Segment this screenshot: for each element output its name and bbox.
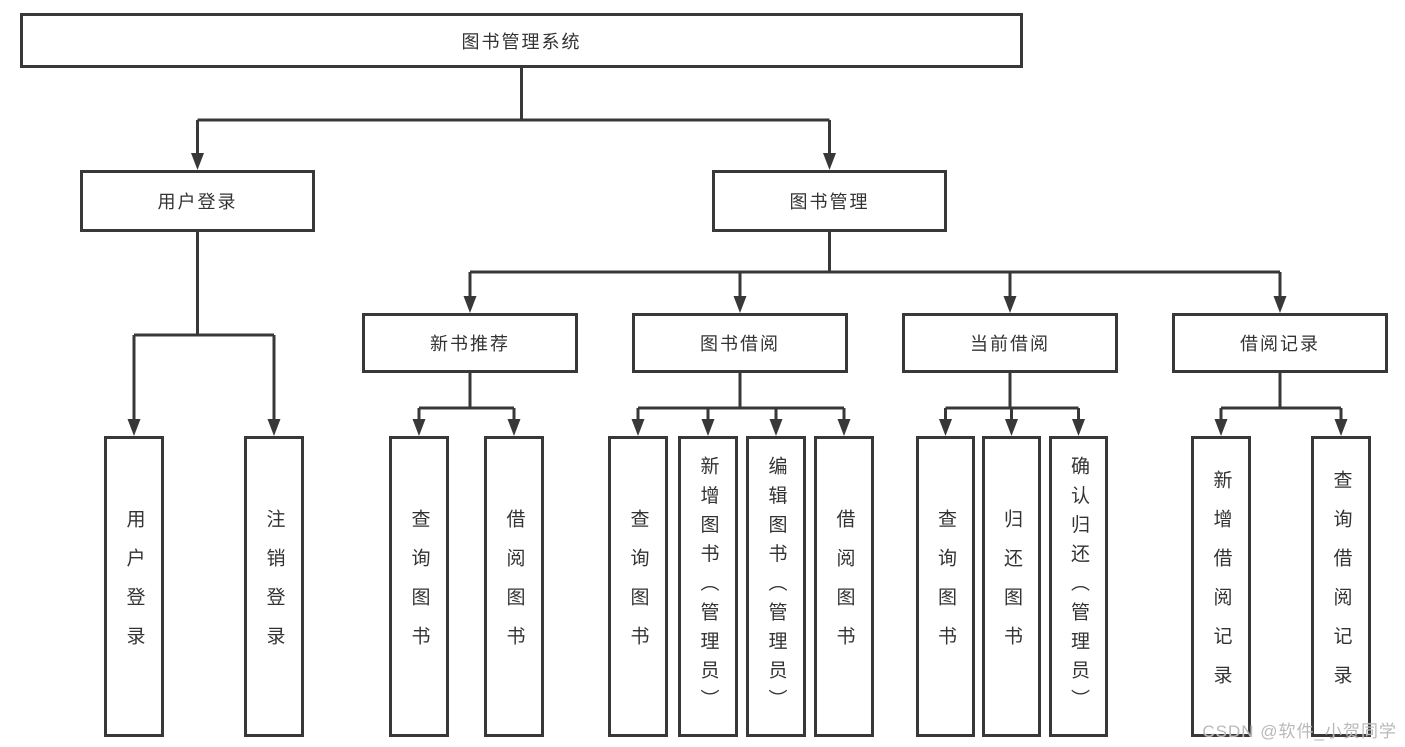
leaf-logout: 注销登录: [244, 436, 304, 737]
leaf-label: 归还图书: [1001, 508, 1022, 665]
arrowhead-icon: [463, 296, 477, 313]
leaf-label: 查询图书: [935, 508, 956, 665]
node-root-system: 图书管理系统: [20, 13, 1023, 68]
leaf-label: 编辑图书（管理员）: [765, 455, 787, 718]
leaf-label: 确认归还（管理员）: [1068, 455, 1089, 718]
leaf-label: 注销登录: [263, 508, 285, 665]
leaf-current-confirm-return-admin: 确认归还（管理员）: [1049, 436, 1108, 737]
node-label: 当前借阅: [970, 334, 1050, 354]
node-label: 借阅记录: [1240, 334, 1320, 354]
node-book-borrow: 图书借阅: [632, 313, 848, 373]
leaf-label: 查询借阅记录: [1330, 469, 1352, 704]
node-current-borrow: 当前借阅: [902, 313, 1118, 373]
arrowhead-icon: [1005, 419, 1018, 436]
arrowhead-icon: [1273, 296, 1287, 313]
leaf-label: 借阅图书: [833, 508, 855, 665]
arrowhead-icon: [507, 419, 521, 436]
leaf-records-add-record: 新增借阅记录: [1191, 436, 1251, 737]
leaf-borrow-edit-books-admin: 编辑图书（管理员）: [746, 436, 806, 737]
arrowhead-icon: [127, 419, 141, 436]
arrowhead-icon: [1003, 296, 1017, 313]
leaf-label: 查询图书: [627, 508, 649, 665]
leaf-label: 用户登录: [123, 508, 145, 665]
node-label: 新书推荐: [430, 334, 510, 354]
leaf-records-query-record: 查询借阅记录: [1311, 436, 1371, 737]
leaf-borrow-add-books-admin: 新增图书（管理员）: [678, 436, 738, 737]
arrowhead-icon: [1072, 419, 1085, 436]
leaf-user-login: 用户登录: [104, 436, 164, 737]
arrowhead-icon: [823, 153, 836, 170]
arrowhead-icon: [701, 419, 715, 436]
watermark: CSDN @软件_小贺同学: [1202, 722, 1397, 741]
arrowhead-icon: [412, 419, 426, 436]
node-label: 用户登录: [157, 192, 238, 212]
leaf-recommend-query-books: 查询图书: [389, 436, 449, 737]
leaf-label: 借阅图书: [503, 508, 525, 665]
node-user-login: 用户登录: [80, 170, 315, 232]
leaf-current-return-books: 归还图书: [982, 436, 1041, 737]
leaf-label: 新增图书（管理员）: [697, 455, 719, 718]
arrowhead-icon: [1334, 419, 1348, 436]
node-label: 图书管理: [789, 192, 870, 212]
leaf-label: 查询图书: [408, 508, 430, 665]
node-book-management: 图书管理: [712, 170, 947, 232]
leaf-recommend-borrow-books: 借阅图书: [484, 436, 544, 737]
arrowhead-icon: [267, 419, 281, 436]
arrowhead-icon: [191, 153, 204, 170]
leaf-current-query-books: 查询图书: [916, 436, 975, 737]
node-new-book-recommend: 新书推荐: [362, 313, 578, 373]
leaf-borrow-query-books: 查询图书: [608, 436, 668, 737]
arrowhead-icon: [631, 419, 645, 436]
arrowhead-icon: [1214, 419, 1228, 436]
arrowhead-icon: [939, 419, 952, 436]
node-label: 图书借阅: [700, 334, 780, 354]
node-borrow-records: 借阅记录: [1172, 313, 1388, 373]
node-label: 图书管理系统: [461, 31, 582, 52]
leaf-label: 新增借阅记录: [1210, 469, 1232, 704]
arrowhead-icon: [733, 296, 747, 313]
leaf-borrow-borrow-books: 借阅图书: [814, 436, 874, 737]
arrowhead-icon: [837, 419, 851, 436]
arrowhead-icon: [769, 419, 783, 436]
